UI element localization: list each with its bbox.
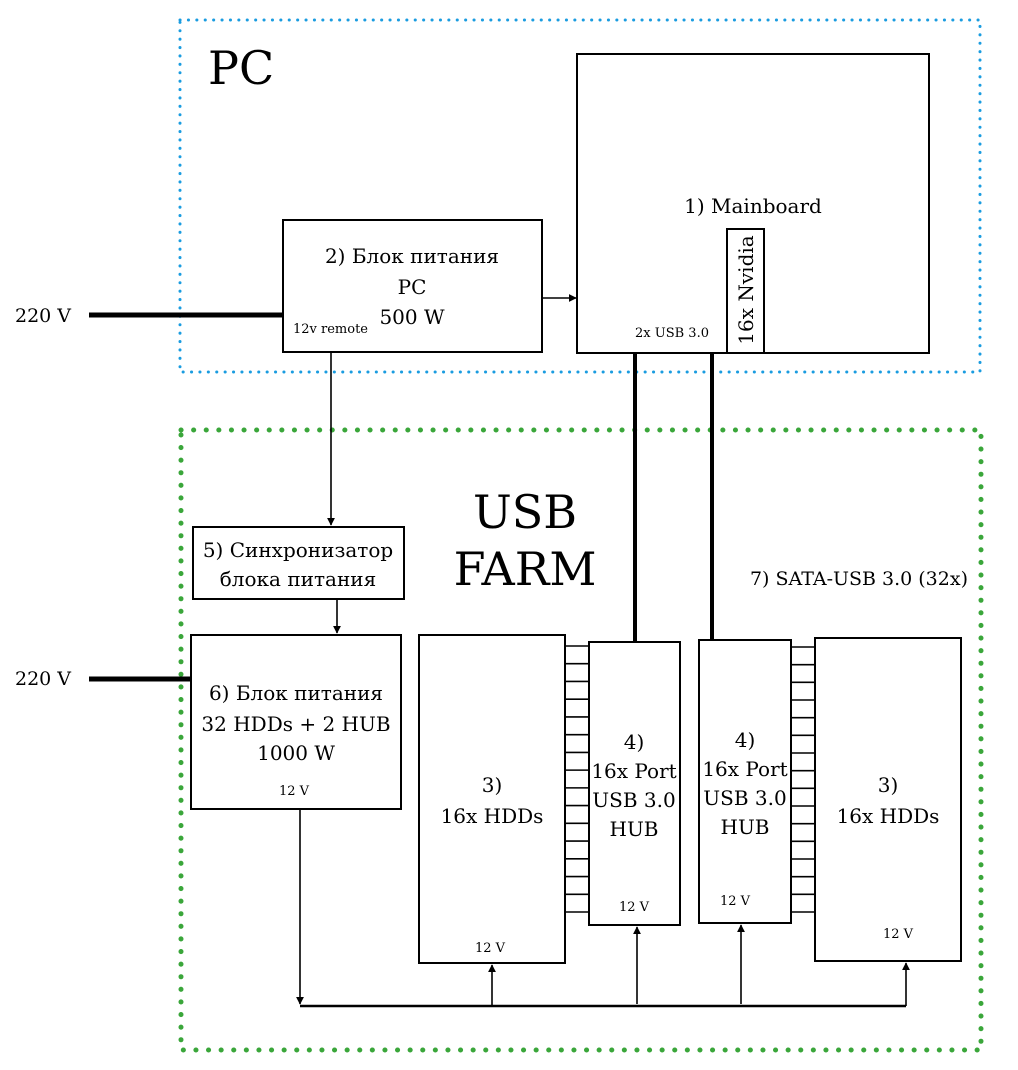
hub-left-line3: USB 3.0 (592, 788, 675, 812)
hub-right-block (698, 639, 792, 924)
psu-farm-line1: 6) Блок питания (209, 681, 383, 705)
mainboard-label: 1) Mainboard (684, 194, 822, 218)
sata-usb-connectors-right (791, 646, 815, 913)
hdd-right-block (814, 637, 962, 962)
sync-line2: блока питания (220, 567, 377, 591)
pc-group-border (178, 18, 982, 374)
hdd-right-line1: 3) (878, 773, 899, 797)
psu-pc-remote-label: 12v remote (293, 322, 368, 337)
psu-farm-line3: 1000 W (257, 741, 335, 765)
farm-group-border (178, 427, 984, 1053)
psu-farm-line2: 32 HDDs + 2 HUB (201, 712, 390, 736)
psu-farm-power-label: 12 V (279, 784, 310, 799)
hdd-left-power-label: 12 V (475, 941, 506, 956)
hub-left-line2: 16x Port (591, 759, 676, 783)
psu-pc-line2: PC (398, 275, 427, 299)
psu-pc-line1: 2) Блок питания (325, 244, 499, 268)
gpu-label: 16x Nvidia (734, 235, 758, 344)
sata-usb-connectors-left (565, 645, 589, 913)
hdd-right-line2: 16x HDDs (837, 804, 940, 828)
hub-left-block (588, 641, 681, 926)
hub-left-line1: 4) (624, 730, 645, 754)
pc-group-label: PC (208, 41, 274, 95)
hub-left-line4: HUB (610, 817, 659, 841)
hdd-left-line2: 16x HDDs (441, 804, 544, 828)
hub-right-power-label: 12 V (720, 894, 751, 909)
hub-right-line1: 4) (735, 728, 756, 752)
hub-right-line4: HUB (721, 815, 770, 839)
hdd-left-line1: 3) (482, 773, 503, 797)
gpu-block (726, 228, 765, 354)
hdd-left-block (418, 634, 566, 964)
sync-block (192, 526, 405, 600)
hub-left-power-label: 12 V (619, 900, 650, 915)
hdd-right-power-label: 12 V (883, 927, 914, 942)
mains-farm-label: 220 V (15, 668, 71, 690)
hub-right-line3: USB 3.0 (703, 786, 786, 810)
mains-pc-label: 220 V (15, 305, 71, 327)
sync-line1: 5) Синхронизатор (203, 538, 393, 562)
psu-farm-block (190, 634, 402, 810)
hub-right-line2: 16x Port (702, 757, 787, 781)
psu-pc-line3: 500 W (379, 305, 445, 329)
sata-usb-label: 7) SATA-USB 3.0 (32x) (750, 568, 968, 590)
psu-pc-block (282, 219, 543, 353)
farm-group-label-line1: USB (473, 485, 577, 539)
mainboard-usb-ports-label: 2x USB 3.0 (635, 326, 709, 341)
farm-group-label-line2: FARM (454, 542, 597, 596)
